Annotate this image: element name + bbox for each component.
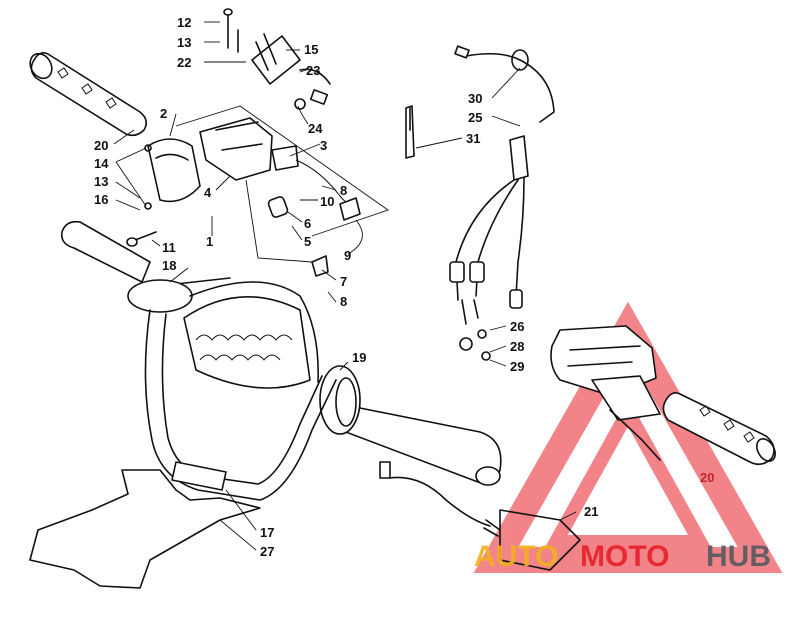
callout-20-right: 20: [700, 470, 714, 485]
callout-29: 29: [510, 359, 524, 374]
callout-7: 7: [340, 274, 347, 289]
callout-13-top: 13: [177, 35, 191, 50]
callout-8-upper: 8: [340, 183, 347, 198]
throttle-assembly: [550, 325, 776, 466]
callout-3: 3: [320, 138, 327, 153]
callout-4: 4: [204, 185, 212, 200]
callout-21: 21: [584, 504, 598, 519]
switch-housing-assembly: [126, 8, 389, 277]
callout-10: 10: [320, 194, 334, 209]
callout-5: 5: [304, 234, 311, 249]
heater-wire: [379, 461, 581, 571]
callout-1: 1: [206, 234, 213, 249]
watermark-auto: AUTO: [474, 540, 558, 573]
callout-14: 14: [94, 156, 109, 171]
callout-6: 6: [304, 216, 311, 231]
callout-26: 26: [510, 319, 524, 334]
callout-13-left: 13: [94, 174, 108, 189]
handlebar-bar: [60, 220, 502, 501]
callout-28: 28: [510, 339, 524, 354]
cable-harness: [405, 45, 555, 361]
callout-22: 22: [177, 55, 191, 70]
callout-25: 25: [468, 110, 482, 125]
callout-17: 17: [260, 525, 274, 540]
callout-30: 30: [468, 91, 482, 106]
bar-pad: [29, 469, 261, 589]
callout-11: 11: [162, 240, 176, 255]
watermark-moto: MOTO: [580, 540, 669, 573]
callout-31: 31: [466, 131, 480, 146]
callout-15: 15: [304, 42, 318, 57]
callout-labels: 12 13 22 15 23 24 2 20 14 13 16 3 4 8 10…: [94, 15, 714, 559]
callout-9: 9: [344, 248, 351, 263]
leader-lines: [113, 21, 577, 551]
callout-27: 27: [260, 544, 274, 559]
callout-8-lower: 8: [340, 294, 347, 309]
callout-16: 16: [94, 192, 108, 207]
callout-2: 2: [160, 106, 167, 121]
callout-20-left: 20: [94, 138, 108, 153]
callout-12: 12: [177, 15, 191, 30]
watermark-text: AUTO MOTO HUB: [474, 540, 771, 573]
left-grip: [29, 52, 148, 137]
watermark-logo: [473, 301, 783, 573]
callout-23: 23: [306, 63, 320, 78]
watermark-hub: HUB: [706, 540, 771, 573]
callout-18: 18: [162, 258, 176, 273]
callout-24: 24: [308, 121, 323, 136]
callout-19: 19: [352, 350, 366, 365]
